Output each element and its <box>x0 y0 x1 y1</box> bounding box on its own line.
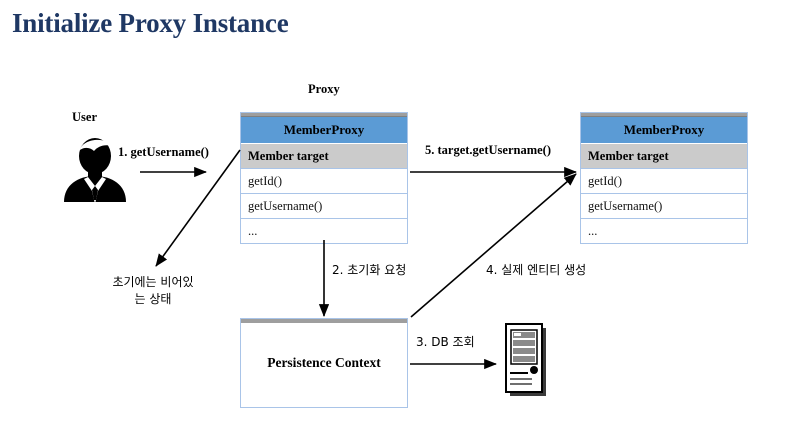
class-top-edge <box>241 113 407 117</box>
empty-state-line-2: 는 상태 <box>134 292 172 306</box>
class-box-proxy-left[interactable]: MemberProxy Member target getId() getUse… <box>240 112 408 244</box>
arrow-empty-state <box>155 149 241 267</box>
class-header-title: MemberProxy <box>241 117 407 143</box>
proxy-caption: Proxy <box>308 82 340 96</box>
class-field-row: Member target <box>241 143 407 168</box>
step-label-3: 3. DB 조회 <box>416 335 475 349</box>
box-top-edge <box>241 319 407 323</box>
step-label-2: 2. 초기화 요청 <box>332 263 407 277</box>
class-method-row: getId() <box>241 168 407 193</box>
user-label: User <box>72 110 97 124</box>
class-top-edge <box>581 113 747 117</box>
persistence-context-label: Persistence Context <box>267 355 381 370</box>
page-title: Initialize Proxy Instance <box>12 8 289 38</box>
step-label-1: 1. getUsername() <box>118 145 209 159</box>
class-header-title: MemberProxy <box>581 117 747 143</box>
empty-state-note: 초기에는 비어있 는 상태 <box>88 274 218 308</box>
arrow-step-4 <box>410 173 577 318</box>
empty-state-line-1: 초기에는 비어있 <box>112 275 194 289</box>
class-method-row: ... <box>241 218 407 243</box>
class-method-row: getId() <box>581 168 747 193</box>
class-field-row: Member target <box>581 143 747 168</box>
step-label-4: 4. 실제 엔티티 생성 <box>486 263 587 277</box>
user-silhouette-icon <box>58 136 132 204</box>
persistence-context-box[interactable]: Persistence Context <box>240 318 408 408</box>
step-label-5: 5. target.getUsername() <box>425 143 551 157</box>
class-method-row: ... <box>581 218 747 243</box>
class-method-row: getUsername() <box>581 193 747 218</box>
class-method-row: getUsername() <box>241 193 407 218</box>
server-tower-icon <box>504 322 550 398</box>
class-box-proxy-right[interactable]: MemberProxy Member target getId() getUse… <box>580 112 748 244</box>
